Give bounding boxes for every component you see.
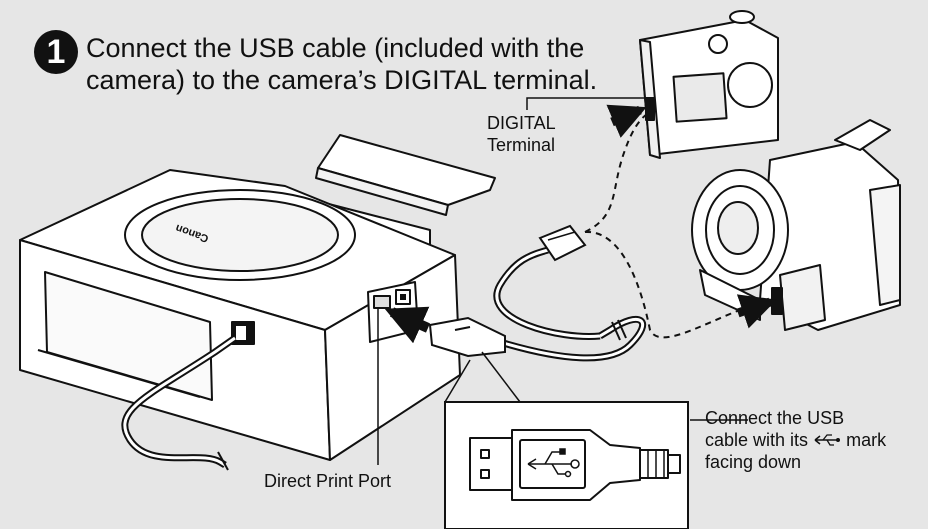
usb-cable [428, 224, 646, 362]
step-text-line-2: camera) to the camera’s DIGITAL terminal… [86, 65, 598, 95]
usb-mark-icon [814, 434, 841, 446]
arrow-to-camcorder-terminal [736, 294, 777, 329]
leader-digital-terminal [526, 97, 651, 110]
step-text: Connect the USB cable (included with the… [86, 32, 597, 96]
step-number-badge: 1 [34, 30, 78, 74]
dashed-link-camera [584, 111, 651, 233]
usb-note-line-2: cable with its mark [705, 429, 886, 451]
printer [19, 134, 496, 461]
digital-terminal-label: DIGITAL Terminal [487, 112, 556, 156]
step-instruction: 1 Connect the USB cable (included with t… [34, 30, 597, 96]
arrow-to-direct-print-port [384, 306, 431, 344]
digital-terminal-label-line-1: DIGITAL [487, 113, 556, 133]
digital-terminal-label-line-2: Terminal [487, 135, 556, 155]
usb-trident-icon [527, 448, 580, 478]
direct-print-port-label: Direct Print Port [264, 471, 392, 491]
usb-note-line-3: facing down [705, 452, 802, 472]
usb-orientation-note: Connect the USB cable with its mark faci… [705, 407, 886, 473]
usb-note-line-1: Connect the USB [705, 408, 845, 428]
camcorder [691, 119, 901, 331]
usb-note-line-2-post: mark [846, 430, 887, 450]
step-text-line-1: Connect the USB cable (included with the [86, 33, 585, 63]
arrow-to-digital-terminal [606, 104, 647, 138]
dashed-link-camcorder [584, 230, 746, 339]
usb-note-line-2-pre: cable with its [705, 430, 809, 450]
digital-camera [639, 10, 779, 159]
